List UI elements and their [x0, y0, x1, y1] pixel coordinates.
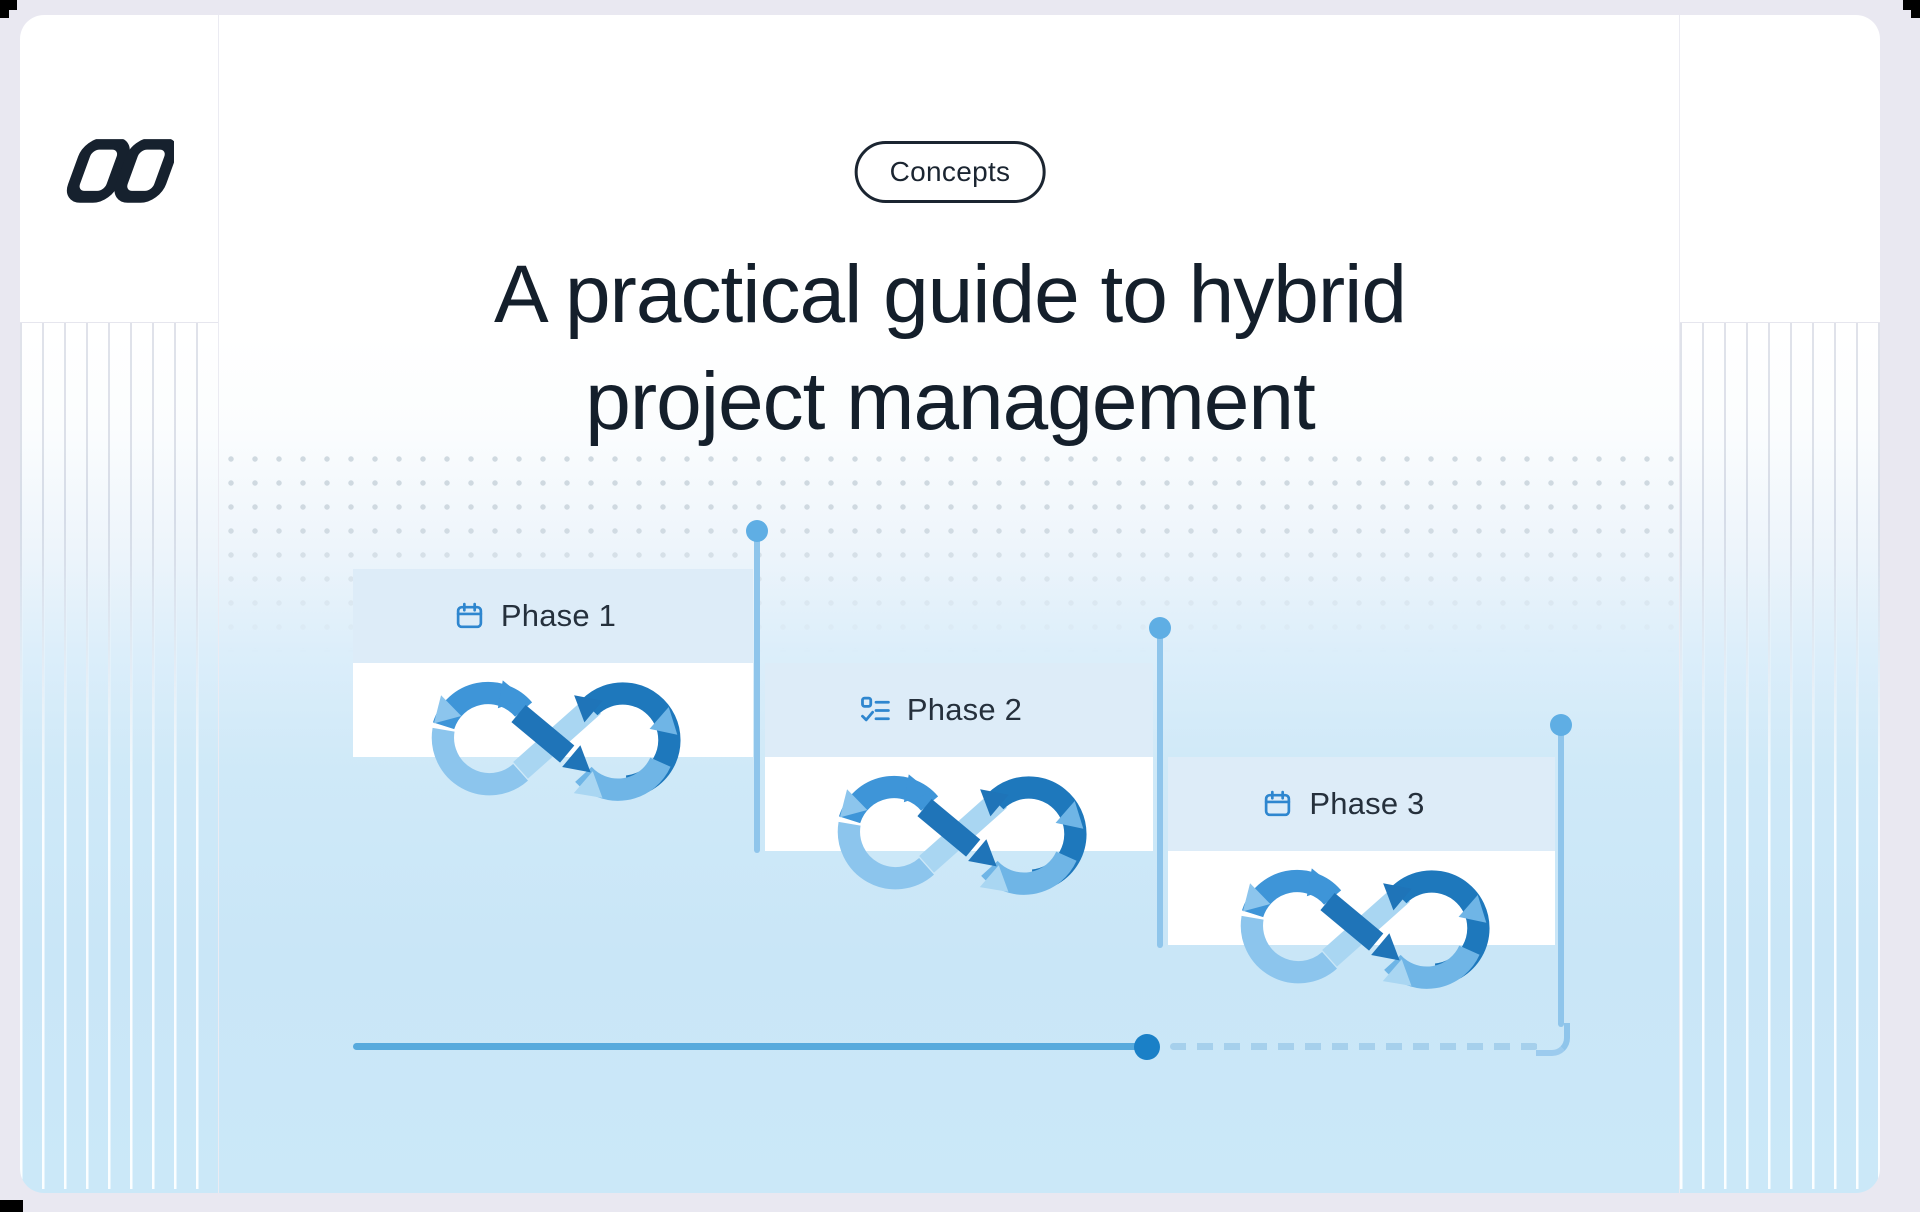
- right-stripe-pattern: [1680, 322, 1880, 1189]
- crop-mark-top-right-2: [1911, 10, 1920, 18]
- calendar-icon: [454, 601, 485, 632]
- page-title-line1: A practical guide to hybrid: [494, 249, 1407, 340]
- left-stripe-pattern: [20, 322, 218, 1189]
- crop-mark-bottom-left: [0, 1200, 23, 1212]
- phase-2-bar: Phase 2: [765, 663, 1153, 851]
- left-column: [20, 15, 219, 1193]
- brand-logo-icon: [64, 138, 174, 208]
- phase-1-label: Phase 1: [500, 598, 617, 633]
- phase-2-label: Phase 2: [906, 692, 1023, 727]
- milestone-1-stem: [754, 531, 760, 853]
- milestone-3-stem: [1558, 725, 1564, 1027]
- crop-mark-top-left-2: [0, 10, 9, 18]
- phase-3-bar: Phase 3: [1168, 757, 1555, 945]
- calendar-icon: [1262, 789, 1293, 820]
- task-list-icon: [860, 695, 891, 726]
- phase-3-header: Phase 3: [1168, 757, 1555, 851]
- phase-1-header: Phase 1: [353, 569, 753, 663]
- milestone-2-stem: [1157, 628, 1163, 948]
- hero-card: Concepts A practical guide to hybrid pro…: [20, 15, 1880, 1193]
- crop-mark-top-right: [1903, 0, 1920, 10]
- milestone-2-dot: [1149, 617, 1171, 639]
- milestone-1-dot: [746, 520, 768, 542]
- timeline-solid-line: [353, 1043, 1147, 1050]
- phase-1-bar: Phase 1: [353, 569, 753, 757]
- crop-mark-top-left: [0, 0, 17, 10]
- timeline-progress-dot: [1134, 1034, 1160, 1060]
- infinity-loop-icon: [419, 669, 687, 821]
- page-title: A practical guide to hybrid project mana…: [20, 241, 1880, 455]
- phase-2-header: Phase 2: [765, 663, 1153, 757]
- milestone-3-dot: [1550, 714, 1572, 736]
- timeline-dashed-line: [1170, 1043, 1538, 1050]
- infinity-loop-icon: [825, 763, 1093, 915]
- category-badge-label: Concepts: [889, 156, 1011, 187]
- page-title-line2: project management: [585, 356, 1316, 447]
- phase-3-label: Phase 3: [1309, 786, 1425, 821]
- right-column: [1679, 15, 1880, 1193]
- milestone-3-corner: [1536, 1023, 1570, 1056]
- infinity-loop-icon: [1228, 857, 1496, 1009]
- category-badge: Concepts: [854, 141, 1046, 203]
